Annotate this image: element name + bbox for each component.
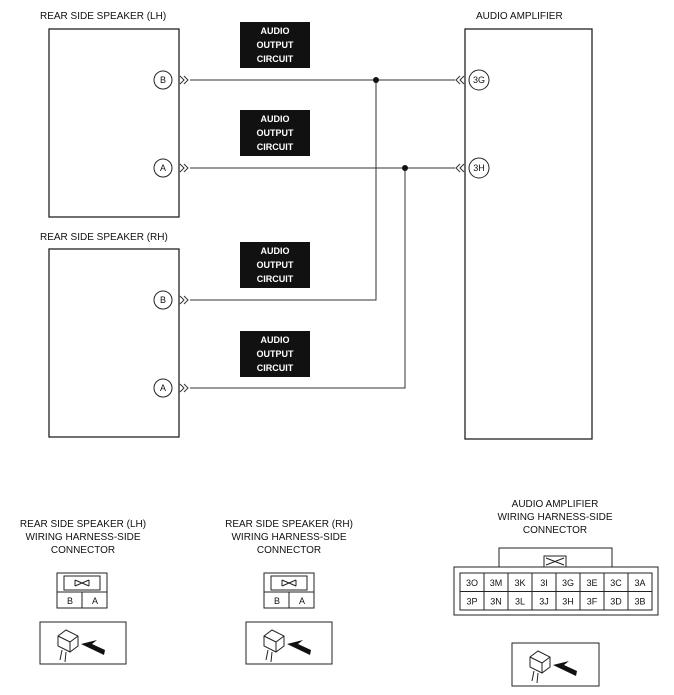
terminal-3g (468, 69, 490, 91)
circuit-label-2-line-1: AUDIO (261, 114, 290, 124)
circuit-label-1-line-1: AUDIO (261, 26, 290, 36)
wire-rh-b-branch (190, 80, 377, 301)
terminal-rh-b-label: B (160, 295, 166, 305)
circuit-label-1: AUDIO OUTPUT CIRCUIT (240, 22, 310, 68)
speaker-lh-box (48, 28, 180, 218)
circuit-label-3-line-3: CIRCUIT (257, 274, 294, 284)
connector-amp-pin-3m: 3M (490, 578, 503, 588)
terminal-3h-label: 3H (473, 163, 485, 173)
connector-amp-pin-grid: 3O 3M 3K 3I 3G 3E 3C 3A 3P 3N 3L 3J 3H 3F 3D 3B (460, 573, 652, 610)
connector-mark-3g (455, 75, 465, 85)
connector-lh-caption-2: WIRING HARNESS-SIDE (25, 532, 140, 543)
connector-amp-pin-3d: 3D (610, 596, 622, 606)
connector-amp-pin-3k: 3K (514, 578, 525, 588)
circuit-label-3-line-2: OUTPUT (257, 260, 295, 270)
splice-point-lower (402, 165, 408, 171)
connector-lh-view-icon (57, 629, 105, 663)
connector-rh-pin-a: A (299, 596, 305, 606)
circuit-label-4-line-1: AUDIO (261, 335, 290, 345)
connector-rh-view-icon (263, 629, 311, 663)
connector-amp-pin-3a: 3A (634, 578, 645, 588)
terminal-rh-a-label: A (160, 383, 166, 393)
circuit-label-2-bg (240, 110, 310, 156)
connector-amp-pin-3c: 3C (610, 578, 622, 588)
splice-point-upper (373, 77, 379, 83)
circuit-label-2: AUDIO OUTPUT CIRCUIT (240, 110, 310, 156)
connector-rh-caption-3: CONNECTOR (257, 545, 321, 556)
circuit-label-1-bg (240, 22, 310, 68)
speaker-lh: REAR SIDE SPEAKER (LH) B A (40, 11, 189, 218)
connector-lh-lock-icon (74, 579, 90, 587)
amplifier-box (464, 28, 593, 440)
connector-amp-caption-1: AUDIO AMPLIFIER (512, 499, 599, 510)
connector-lh-caption-3: CONNECTOR (51, 545, 115, 556)
terminal-lh-a (153, 158, 173, 178)
connector-amp-caption-3: CONNECTOR (523, 525, 587, 536)
connector-amp-pin-3l: 3L (515, 596, 525, 606)
connector-amp-pin-3n: 3N (490, 596, 502, 606)
terminal-lh-b-label: B (160, 75, 166, 85)
amplifier-title: AUDIO AMPLIFIER (476, 11, 563, 22)
circuit-label-3-bg (240, 242, 310, 288)
connector-lh-view-frame (39, 621, 127, 665)
audio-amplifier: AUDIO AMPLIFIER 3G 3H (455, 11, 593, 440)
connector-rh-caption-1: REAR SIDE SPEAKER (RH) (225, 519, 353, 530)
speaker-rh: REAR SIDE SPEAKER (RH) B A (40, 232, 189, 438)
speaker-rh-title: REAR SIDE SPEAKER (RH) (40, 232, 168, 243)
connector-amp-caption-2: WIRING HARNESS-SIDE (497, 512, 612, 523)
connector-rh-caption-2: WIRING HARNESS-SIDE (231, 532, 346, 543)
wire-rh-a-branch (190, 168, 406, 389)
connector-amp-pin-3h: 3H (562, 596, 574, 606)
connector-amp-pin-3j: 3J (539, 596, 549, 606)
circuit-label-1-line-3: CIRCUIT (257, 54, 294, 64)
connector-amp-pin-3g: 3G (562, 578, 574, 588)
connector-lh-pin-a: A (92, 596, 98, 606)
connector-mark-rh-a (179, 383, 189, 393)
connector-amp: AUDIO AMPLIFIER WIRING HARNESS-SIDE CONN… (453, 499, 659, 687)
terminal-rh-b (153, 290, 173, 310)
circuit-label-2-line-2: OUTPUT (257, 128, 295, 138)
circuit-label-3: AUDIO OUTPUT CIRCUIT (240, 242, 310, 288)
circuit-label-3-line-1: AUDIO (261, 246, 290, 256)
connector-rh-view-frame (245, 621, 333, 665)
terminal-lh-a-label: A (160, 163, 166, 173)
terminal-rh-a (153, 378, 173, 398)
connector-amp-lock-icon (545, 557, 565, 566)
connector-lh-caption-1: REAR SIDE SPEAKER (LH) (20, 519, 146, 530)
terminal-3h (468, 157, 490, 179)
connector-amp-pin-3p: 3P (466, 596, 477, 606)
circuit-label-4-line-3: CIRCUIT (257, 363, 294, 373)
connector-mark-lh-b (179, 75, 189, 85)
circuit-label-2-line-3: CIRCUIT (257, 142, 294, 152)
connector-rh-lock-icon (281, 579, 297, 587)
connector-amp-pin-3e: 3E (586, 578, 597, 588)
circuit-label-4: AUDIO OUTPUT CIRCUIT (240, 331, 310, 377)
connector-lh: REAR SIDE SPEAKER (LH) WIRING HARNESS-SI… (20, 519, 146, 665)
connector-amp-pin-3b: 3B (634, 596, 645, 606)
connector-amp-pin-3f: 3F (587, 596, 598, 606)
connector-rh-pin-b: B (274, 596, 280, 606)
circuit-label-4-bg (240, 331, 310, 377)
connector-amp-pin-3o: 3O (466, 578, 478, 588)
connector-amp-view-icon (529, 650, 577, 684)
wires (190, 77, 455, 389)
circuit-label-4-line-2: OUTPUT (257, 349, 295, 359)
connector-amp-pin-3i: 3I (540, 578, 548, 588)
speaker-rh-box (48, 248, 180, 438)
connector-mark-lh-a (179, 163, 189, 173)
terminal-3g-label: 3G (473, 75, 485, 85)
circuit-label-1-line-2: OUTPUT (257, 40, 295, 50)
speaker-lh-title: REAR SIDE SPEAKER (LH) (40, 11, 166, 22)
connector-mark-rh-b (179, 295, 189, 305)
connector-mark-3h (455, 163, 465, 173)
terminal-lh-b (153, 70, 173, 90)
connector-lh-pin-b: B (67, 596, 73, 606)
connector-rh: REAR SIDE SPEAKER (RH) WIRING HARNESS-SI… (225, 519, 353, 665)
